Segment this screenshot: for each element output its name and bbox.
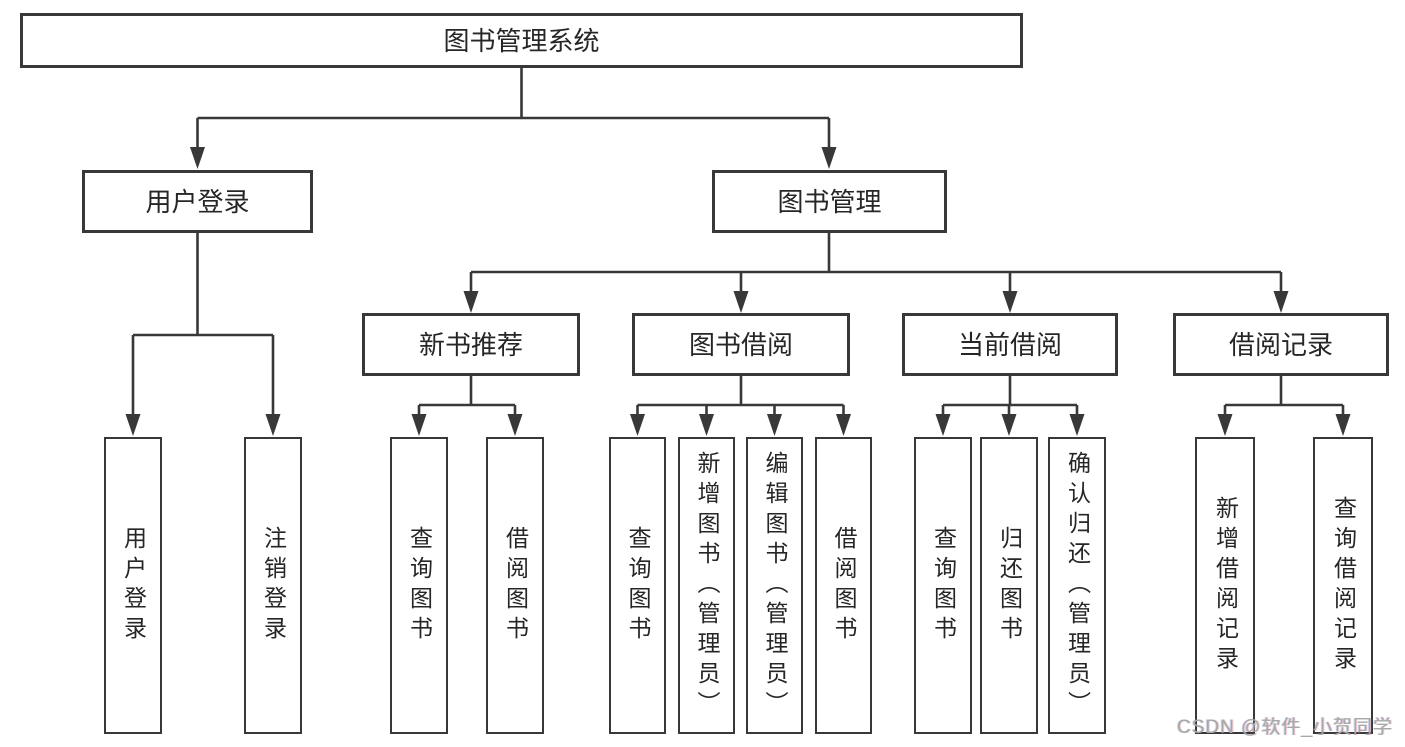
leaf-user-login: 用户登录 xyxy=(104,437,162,734)
arrowhead xyxy=(507,414,523,436)
arrowhead xyxy=(935,414,951,436)
leaf-add-books-admin: 新增图书（管理员） xyxy=(678,437,735,734)
leaf-edit-books-admin: 编辑图书（管理员） xyxy=(746,437,803,734)
arrowhead xyxy=(733,291,749,313)
leaf-add-borrow-record: 新增借阅记录 xyxy=(1195,437,1255,734)
arrowhead xyxy=(265,414,281,436)
node-book-borrowing: 图书借阅 xyxy=(632,313,850,376)
arrowhead xyxy=(699,414,714,436)
arrowhead xyxy=(630,414,645,436)
leaf-confirm-return-admin: 确认归还（管理员） xyxy=(1048,437,1106,734)
node-new-book-recommendation: 新书推荐 xyxy=(362,313,580,376)
node-library-system: 图书管理系统 xyxy=(20,13,1023,68)
arrowhead xyxy=(1002,291,1018,313)
node-borrowing-records: 借阅记录 xyxy=(1173,313,1389,376)
leaf-query-books-current: 查询图书 xyxy=(914,437,972,734)
csdn-watermark: CSDN @软件_小贺同学 xyxy=(1177,717,1393,738)
arrowhead xyxy=(1001,414,1017,436)
arrowhead xyxy=(767,414,782,436)
leaf-borrow-books-borrowing: 借阅图书 xyxy=(815,437,872,734)
leaf-query-borrow-record: 查询借阅记录 xyxy=(1313,437,1373,734)
leaf-query-books-recommend: 查询图书 xyxy=(390,437,448,734)
arrowhead xyxy=(1335,414,1351,436)
node-book-management: 图书管理 xyxy=(712,170,947,233)
leaf-borrow-books-recommend: 借阅图书 xyxy=(486,437,544,734)
leaf-logout: 注销登录 xyxy=(244,437,302,734)
arrowhead xyxy=(836,414,851,436)
arrowhead xyxy=(190,147,205,169)
arrowhead xyxy=(463,291,479,313)
arrowhead xyxy=(1273,291,1289,313)
arrowhead xyxy=(125,414,141,436)
node-current-borrowing: 当前借阅 xyxy=(902,313,1118,376)
node-user-login: 用户登录 xyxy=(82,170,313,233)
arrowhead xyxy=(1217,414,1233,436)
leaf-return-books: 归还图书 xyxy=(980,437,1038,734)
arrowhead xyxy=(821,147,837,169)
arrowhead xyxy=(411,414,427,436)
arrowhead xyxy=(1069,414,1085,436)
leaf-query-books-borrowing: 查询图书 xyxy=(609,437,666,734)
